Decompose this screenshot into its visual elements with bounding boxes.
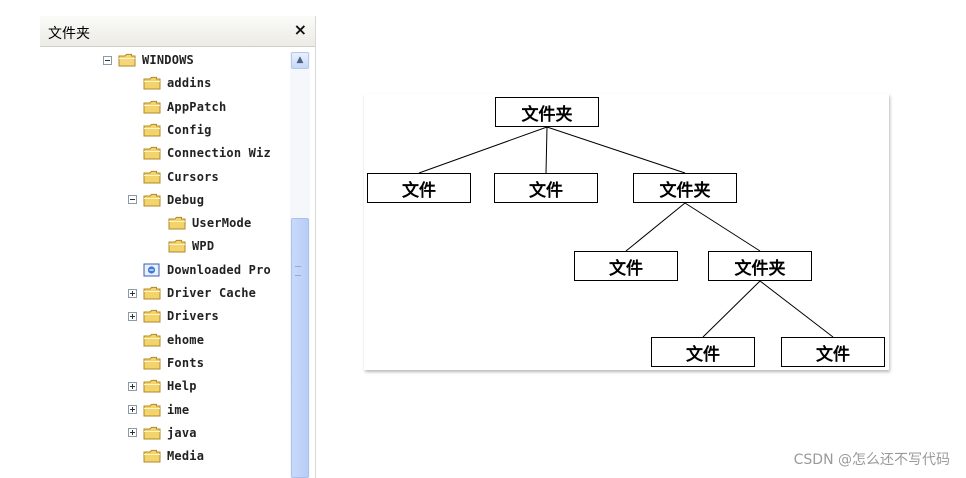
tree-item-label: Media [167, 449, 205, 464]
folder-icon [143, 123, 167, 137]
diagram-edge [759, 280, 834, 338]
scroll-thumb[interactable] [291, 218, 309, 478]
tree-item[interactable]: WPD [168, 235, 214, 257]
diagram-node-l1-file-a: 文件 [367, 173, 471, 203]
downloaded-program-icon [143, 263, 167, 277]
folder-icon [143, 170, 167, 184]
tree-item-label: Drivers [167, 309, 219, 324]
diagram-node-l1-file-b: 文件 [494, 173, 598, 203]
scroll-up-button[interactable]: ▲ [291, 52, 309, 69]
expand-plus-icon[interactable] [128, 311, 137, 321]
diagram-node-root: 文件夹 [495, 97, 599, 127]
expand-plus-icon[interactable] [128, 405, 137, 414]
tree-item[interactable]: AppPatch [143, 96, 226, 118]
folder-icon [143, 76, 167, 90]
diagram-edge [545, 126, 548, 174]
folder-icon [143, 309, 167, 323]
tree-item-label: Debug [167, 192, 205, 207]
diagram-node-l2-file: 文件 [574, 251, 678, 281]
tree-item[interactable]: ehome [143, 329, 204, 351]
tree-item-label: Connection Wiz [167, 146, 271, 161]
diagram-node-l3-file-b: 文件 [781, 337, 885, 367]
folder-pane-header: 文件夹 × [40, 16, 315, 47]
folder-icon [143, 146, 167, 160]
tree-item-label: java [167, 425, 197, 440]
folder-icon [143, 193, 167, 207]
folder-icon [143, 379, 167, 393]
folder-icon [143, 286, 167, 300]
tree-item[interactable]: ime [128, 399, 189, 421]
watermark: CSDN @怎么还不写代码 [793, 452, 950, 468]
tree-item[interactable]: WINDOWS [103, 49, 194, 71]
tree-item[interactable]: UserMode [168, 212, 251, 234]
folder-icon [143, 100, 167, 114]
diagram-node-l3-file-a: 文件 [651, 337, 755, 367]
tree-item-label: Driver Cache [167, 286, 257, 300]
collapse-minus-icon[interactable] [103, 55, 112, 65]
folder-icon [143, 333, 167, 347]
folder-icon [143, 426, 167, 440]
diagram-edge [418, 126, 548, 174]
tree-item-label: Fonts [167, 355, 205, 370]
tree-item[interactable]: addins [143, 72, 212, 94]
expand-plus-icon[interactable] [128, 381, 137, 391]
tree-diagram-edges [418, 126, 834, 338]
diagram-edge [702, 280, 761, 338]
folder-open-icon [118, 53, 142, 67]
tree-item[interactable]: Driver Cache [128, 282, 256, 304]
diagram-edge [684, 202, 761, 252]
scroll-thumb-grip [295, 266, 301, 276]
tree-item[interactable]: Debug [128, 189, 204, 211]
tree-item-label: ehome [167, 332, 205, 347]
tree-item[interactable]: Help [128, 375, 197, 397]
tree-item-label: ime [167, 402, 190, 417]
folder-pane-title: 文件夹 [48, 26, 90, 42]
tree-item-label: addins [167, 76, 212, 91]
close-button[interactable]: × [293, 20, 307, 39]
tree-item-label: Cursors [167, 169, 219, 184]
diagram-node-l1-folder: 文件夹 [633, 173, 737, 203]
expand-plus-icon[interactable] [128, 288, 137, 298]
tree-diagram: 文件夹文件文件文件夹文件文件夹文件文件 [364, 94, 889, 370]
diagram-node-l2-folder: 文件夹 [708, 251, 812, 281]
folder-icon [168, 239, 192, 253]
tree-item[interactable]: java [128, 422, 197, 444]
folder-icon [143, 356, 167, 370]
tree-item[interactable]: Downloaded Pro [143, 259, 271, 281]
tree-item-label: UserMode [192, 216, 252, 231]
expand-plus-icon[interactable] [128, 428, 137, 438]
tree-item-label: AppPatch [167, 99, 227, 114]
tree-item-label: Config [167, 122, 212, 137]
tree-item-label: Downloaded Pro [167, 262, 271, 277]
tree-item[interactable]: Drivers [128, 305, 219, 327]
folder-icon [143, 449, 167, 463]
folder-icon [143, 403, 167, 417]
tree-item-label: WINDOWS [142, 53, 194, 67]
tree-item[interactable]: Config [143, 119, 212, 141]
tree-item-label: WPD [192, 239, 215, 254]
diagram-edge [546, 126, 686, 174]
tree-item[interactable]: Fonts [143, 352, 204, 374]
collapse-minus-icon[interactable] [128, 195, 137, 205]
tree-item[interactable]: Connection Wiz [143, 142, 271, 164]
diagram-edge [625, 202, 686, 252]
vertical-scrollbar[interactable]: ▲ [290, 52, 310, 478]
tree-item[interactable]: Media [143, 445, 204, 467]
tree-item-label: Help [167, 379, 197, 394]
folder-icon [168, 216, 192, 230]
tree-item[interactable]: Cursors [143, 166, 219, 188]
